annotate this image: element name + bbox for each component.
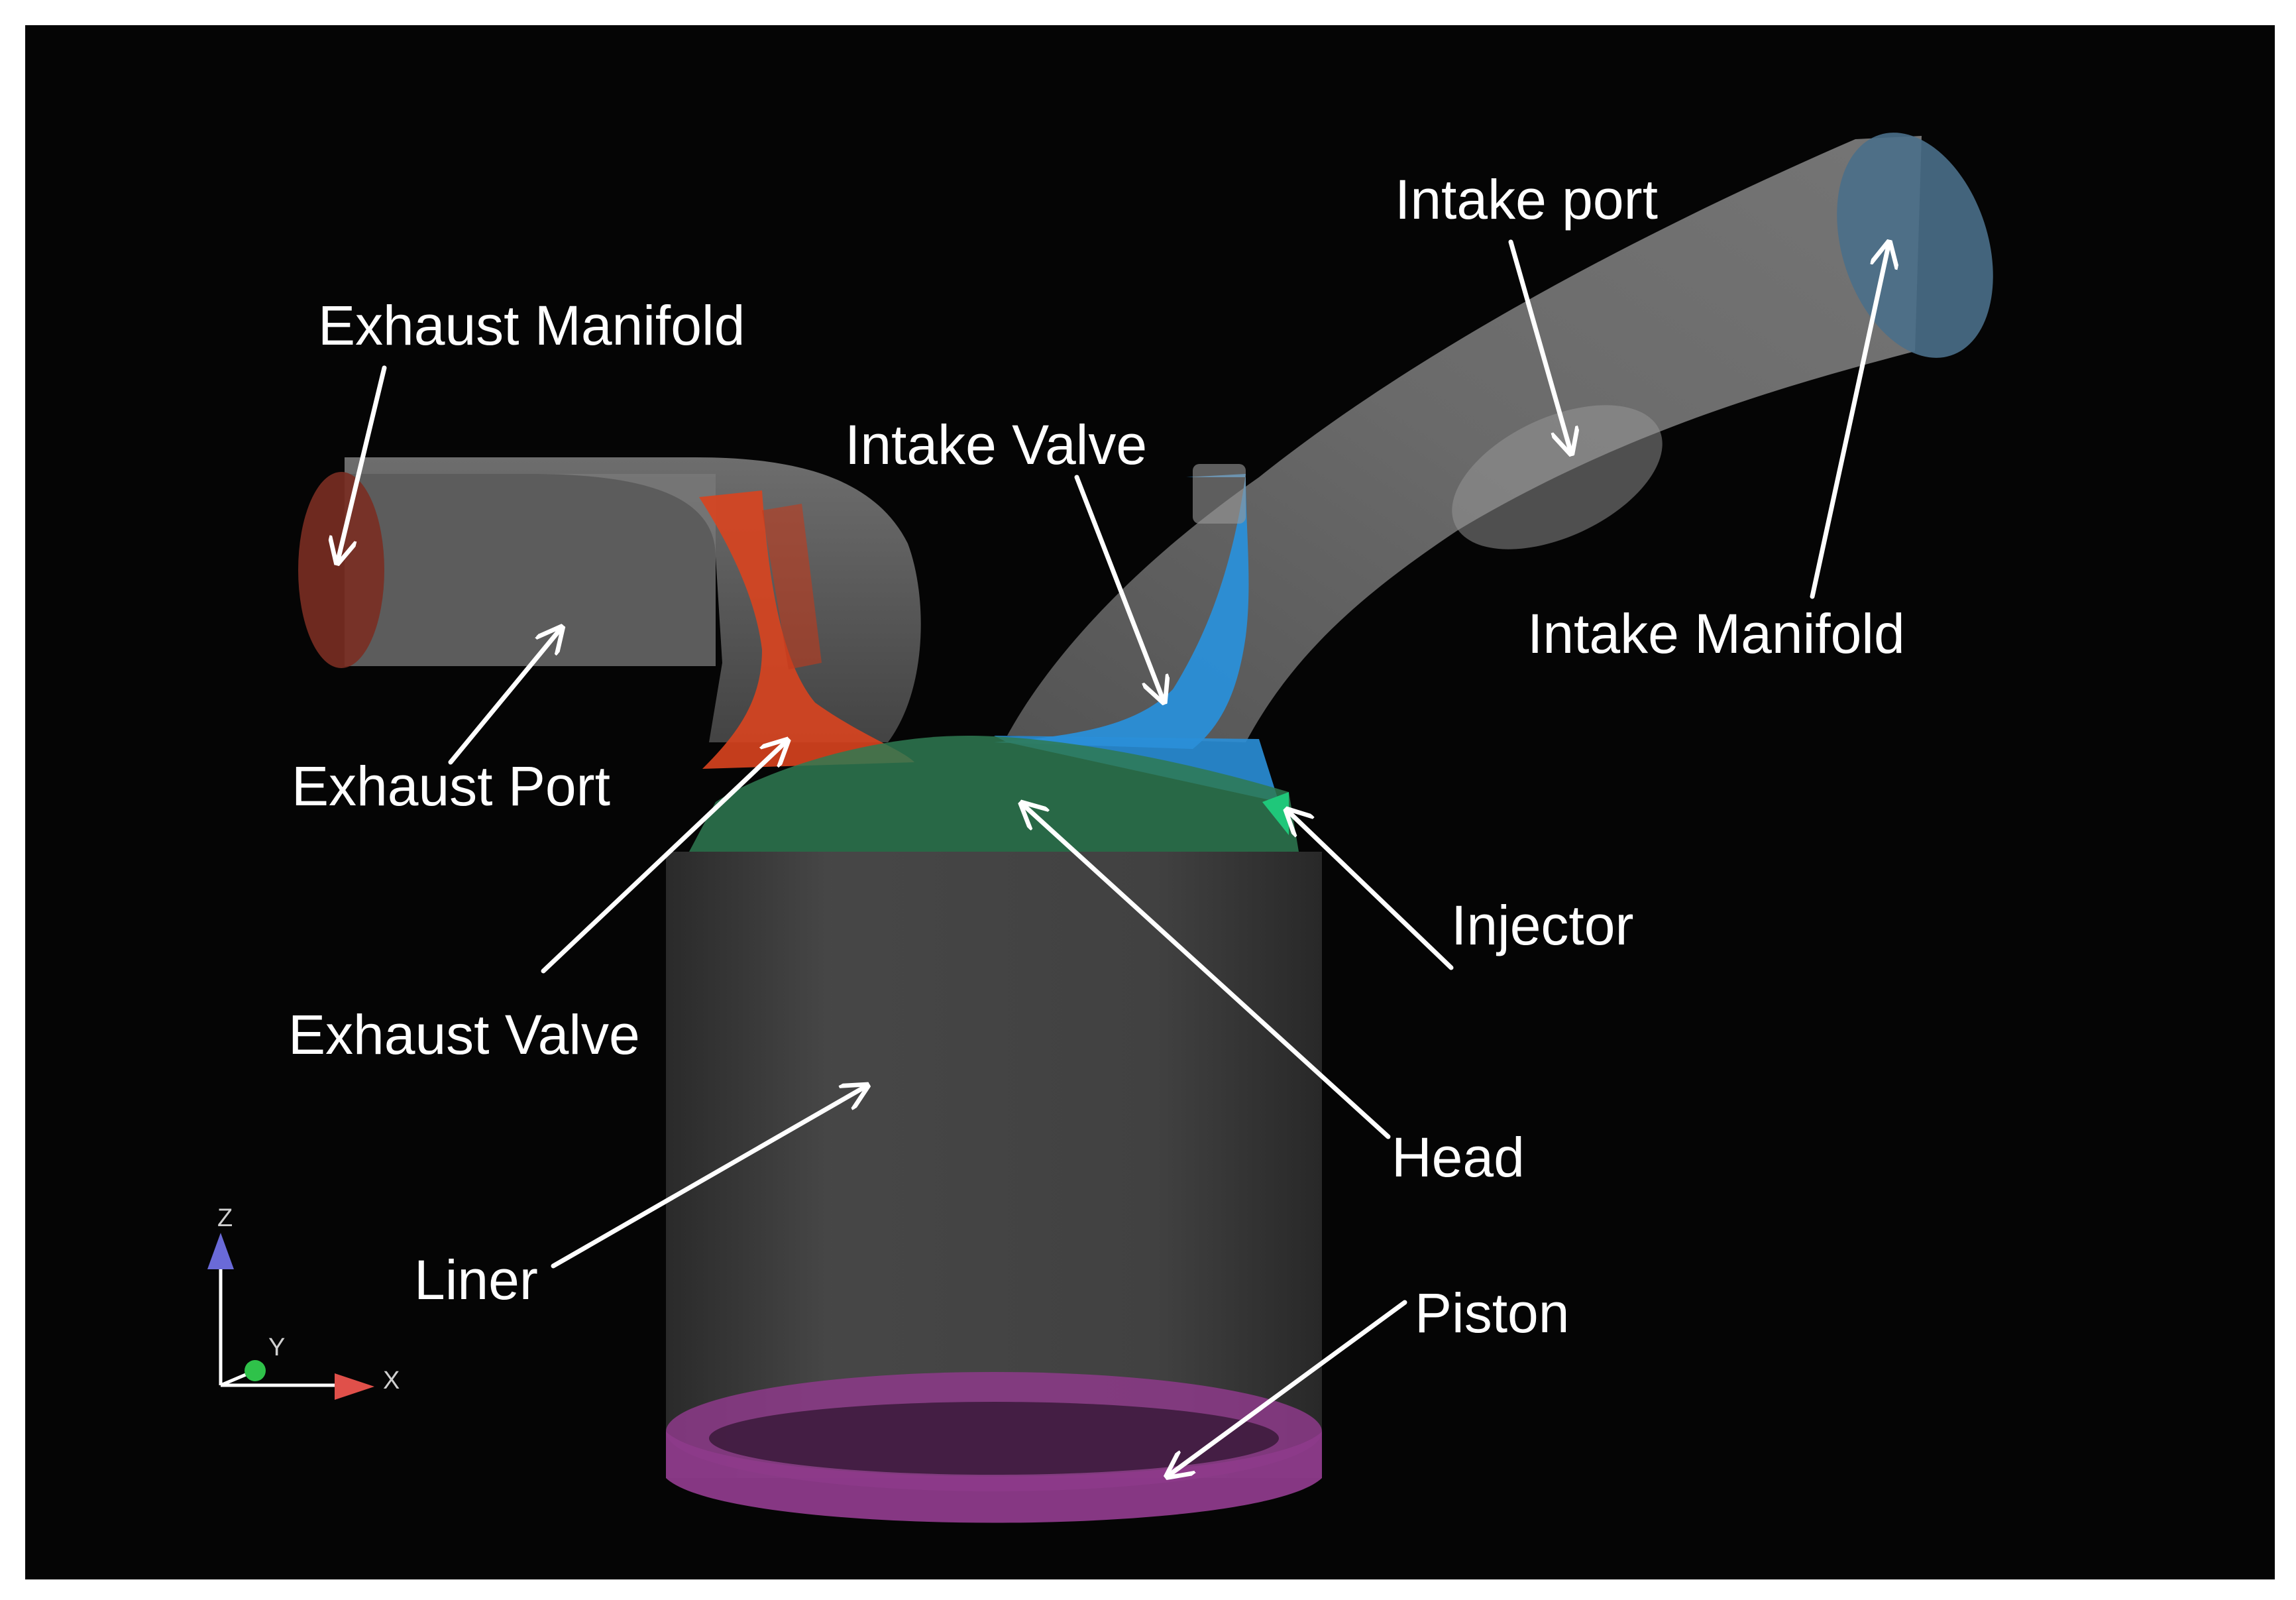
head-shape [689,736,1299,852]
intake-valve-shape [994,474,1249,749]
arrow-injector [1289,812,1454,970]
axis-z-label: Z [217,1204,233,1232]
axis-triad: Z X Y [207,1204,400,1400]
intake-valve-stem-top [1193,464,1246,524]
arrow-liner [551,1087,865,1269]
axis-y-marker [245,1360,266,1381]
label-intake-port: Intake port [1395,168,1658,231]
arrow-exhaust-manifold [338,365,387,560]
label-piston: Piston [1415,1282,1569,1344]
axis-z-arrowhead [207,1233,234,1269]
axis-x-label: X [383,1367,400,1395]
arrow-piston [1170,1300,1407,1475]
exhaust-manifold-face [298,472,384,668]
arrow-exhaust-valve [541,742,785,974]
label-exhaust-port: Exhaust Port [292,755,610,817]
arrow-intake-valve [1074,475,1163,699]
arrow-exhaust-port [448,630,560,765]
label-intake-valve: Intake Valve [845,414,1147,476]
exhaust-pipe-body [345,474,716,666]
axis-x-arrowhead [335,1373,374,1400]
axis-y-label: Y [268,1334,285,1361]
label-injector: Injector [1451,894,1633,956]
intake-port-shade [1452,405,1663,549]
exhaust-valve-stem [762,504,822,669]
piston-bowl [709,1402,1279,1475]
label-intake-manifold: Intake Manifold [1527,602,1905,665]
label-exhaust-manifold: Exhaust Manifold [318,294,745,357]
label-head: Head [1392,1126,1525,1188]
label-liner: Liner [414,1249,538,1311]
exhaust-valve-shape [699,490,914,769]
label-exhaust-valve: Exhaust Valve [288,1003,640,1066]
arrow-head [1024,805,1391,1139]
arrow-intake-port [1508,239,1570,451]
arrow-intake-manifold [1810,245,1888,599]
piston-skirt [666,1432,1322,1523]
